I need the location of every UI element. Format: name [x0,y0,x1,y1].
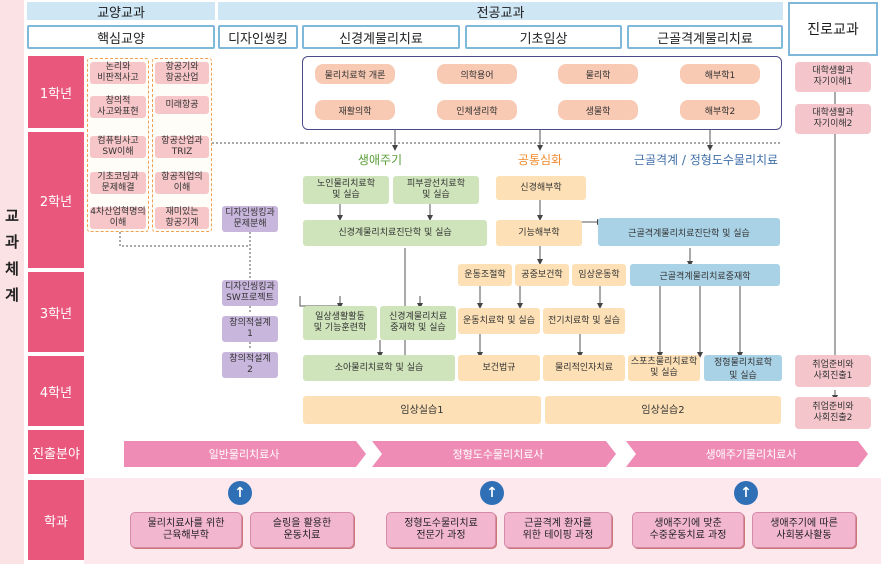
creative-design-1: 창의적설계 1 [222,316,278,342]
banner-lifecycle-pt: 생애주기물리치료사 [705,448,797,461]
track-lifecycle: 생애주기 [357,152,403,167]
course-coding: 기초코딩과 문제해결 [90,172,146,194]
course-pt-intro: 물리치료학 개론 [315,64,395,84]
subheader-core: 핵심교양 [27,25,215,49]
year-1: 1학년 [28,56,84,128]
career-college-life-1: 대학생활과 자기이해1 [795,62,871,92]
course-health-law: 보건법규 [458,355,540,381]
subheader-msk: 근골격계물리치료 [627,25,783,49]
course-anatomy-1: 해부학1 [680,64,760,84]
header-liberal: 교양교과 [27,2,215,21]
course-future-aviation: 미래항공 [155,96,209,114]
subheader-design: 디자인씽킹 [218,25,298,49]
course-4th-industry: 4차산업혁명의 이해 [90,207,146,229]
program-social-service: 생애주기에 따른 사회봉사활동 [752,512,856,548]
header-career: 진로교과 [788,2,878,56]
track-common: 공통심화 [517,152,563,167]
banner-orthopedic-pt: 정형도수물리치료사 [452,448,544,461]
subheader-basic: 기초임상 [465,25,622,49]
course-aviation-jobs: 항공직업의 이해 [155,172,209,194]
career-field-label: 진출분야 [28,430,84,474]
course-computing: 컴퓨팅사고 SW이해 [90,136,146,158]
career-employment-2: 취업준비와 사회진출2 [795,397,871,429]
subheader-neuro: 신경계물리치료 [302,25,460,49]
course-neuro-diagnosis: 신경계물리치료진단학 및 실습 [303,220,487,246]
course-rehab-medicine: 재활의학 [315,100,395,120]
course-motor-control: 운동조절학 [458,264,512,286]
course-neuroanatomy: 신경해부학 [496,176,586,200]
course-functional-anatomy: 기능해부학 [496,220,582,246]
course-physical-agents: 물리적인자치료 [543,355,625,381]
up-arrow-icon: ↑ [228,481,252,505]
career-college-life-2: 대학생활과 자기이해2 [795,104,871,134]
side-title-char: 체 [5,259,19,278]
side-title-char: 교 [5,207,19,225]
course-therapeutic-exercise: 운동치료학 및 실습 [458,308,540,334]
course-biology: 생물학 [558,100,638,120]
course-clinical-practice-2: 임상실습2 [545,396,781,424]
course-neuro-intervention: 신경계물리치료 중재학 및 실습 [380,306,456,340]
up-arrow-icon: ↑ [734,481,758,505]
creative-design-2: 창의적설계 2 [222,352,278,378]
course-physics: 물리학 [558,64,638,84]
career-employment-1: 취업준비와 사회진출1 [795,355,871,387]
side-title: 교 과 체 계 [2,205,22,305]
year-3: 3학년 [28,272,84,352]
course-physiology: 인체생리학 [437,100,517,120]
course-anatomy-2: 해부학2 [680,100,760,120]
course-creative-thinking: 창의적 사고와표현 [90,96,146,118]
design-thinking-1: 디자인씽킹과 문제분해 [222,206,278,232]
course-aviation-triz: 항공산업과 TRIZ [155,136,209,158]
course-geriatric-pt: 노인물리치료학 및 실습 [303,176,389,204]
side-title-char: 계 [5,285,19,304]
course-msk-intervention: 근골격계물리치료중재학 [630,264,780,286]
year-2: 2학년 [28,132,84,268]
course-pediatric-pt: 소아물리치료학 및 실습 [303,355,455,381]
course-medical-terms: 의학용어 [437,64,517,84]
department-label: 학과 [28,480,84,560]
course-orthopedic-pt: 정형물리치료학 및 실습 [704,355,782,381]
program-sling-exercise: 슬링을 활용한 운동치료 [250,512,354,548]
course-aviation-machines: 재미있는 항공기계 [155,207,209,229]
left-panel-bg [0,0,24,564]
course-aircraft-industry: 항공기와 항공산업 [155,62,209,84]
year-4: 4학년 [28,356,84,426]
program-muscle-anatomy: 물리치료사를 위한 근육해부학 [130,512,242,548]
course-electrotherapy: 전기치료학 및 실습 [543,308,625,334]
course-clinical-practice-1: 임상실습1 [303,396,541,424]
banner-general-pt: 일반물리치료사 [208,448,280,461]
up-arrow-icon: ↑ [480,481,504,505]
program-taping: 근골격계 환자를 위한 테이핑 과정 [504,512,612,548]
side-title-char: 과 [5,233,19,252]
course-adl: 일상생활활동 및 기능훈련학 [303,306,377,340]
course-public-health: 공중보건학 [515,264,569,286]
year1-major-box [302,56,782,130]
course-logic: 논리와 비판적사고 [90,62,146,84]
program-aquatic-exercise: 생애주기에 맞춘 수중운동치료 과정 [632,512,744,548]
header-major: 전공교과 [218,2,783,21]
course-msk-diagnosis: 근골격계물리치료진단학 및 실습 [598,218,780,246]
course-sports-pt: 스포츠물리치료학 및 실습 [628,355,700,381]
course-skin-light: 피부광선치료학 및 실습 [393,176,479,204]
course-clinical-kinesiology: 임상운동학 [572,264,626,286]
program-orthopedic-expert: 정형도수물리치료 전문가 과정 [386,512,496,548]
track-msk: 근골격계 / 정형도수물리치료 [633,152,779,167]
design-thinking-2: 디자인씽킹과 SW프로젝트 [222,280,278,306]
